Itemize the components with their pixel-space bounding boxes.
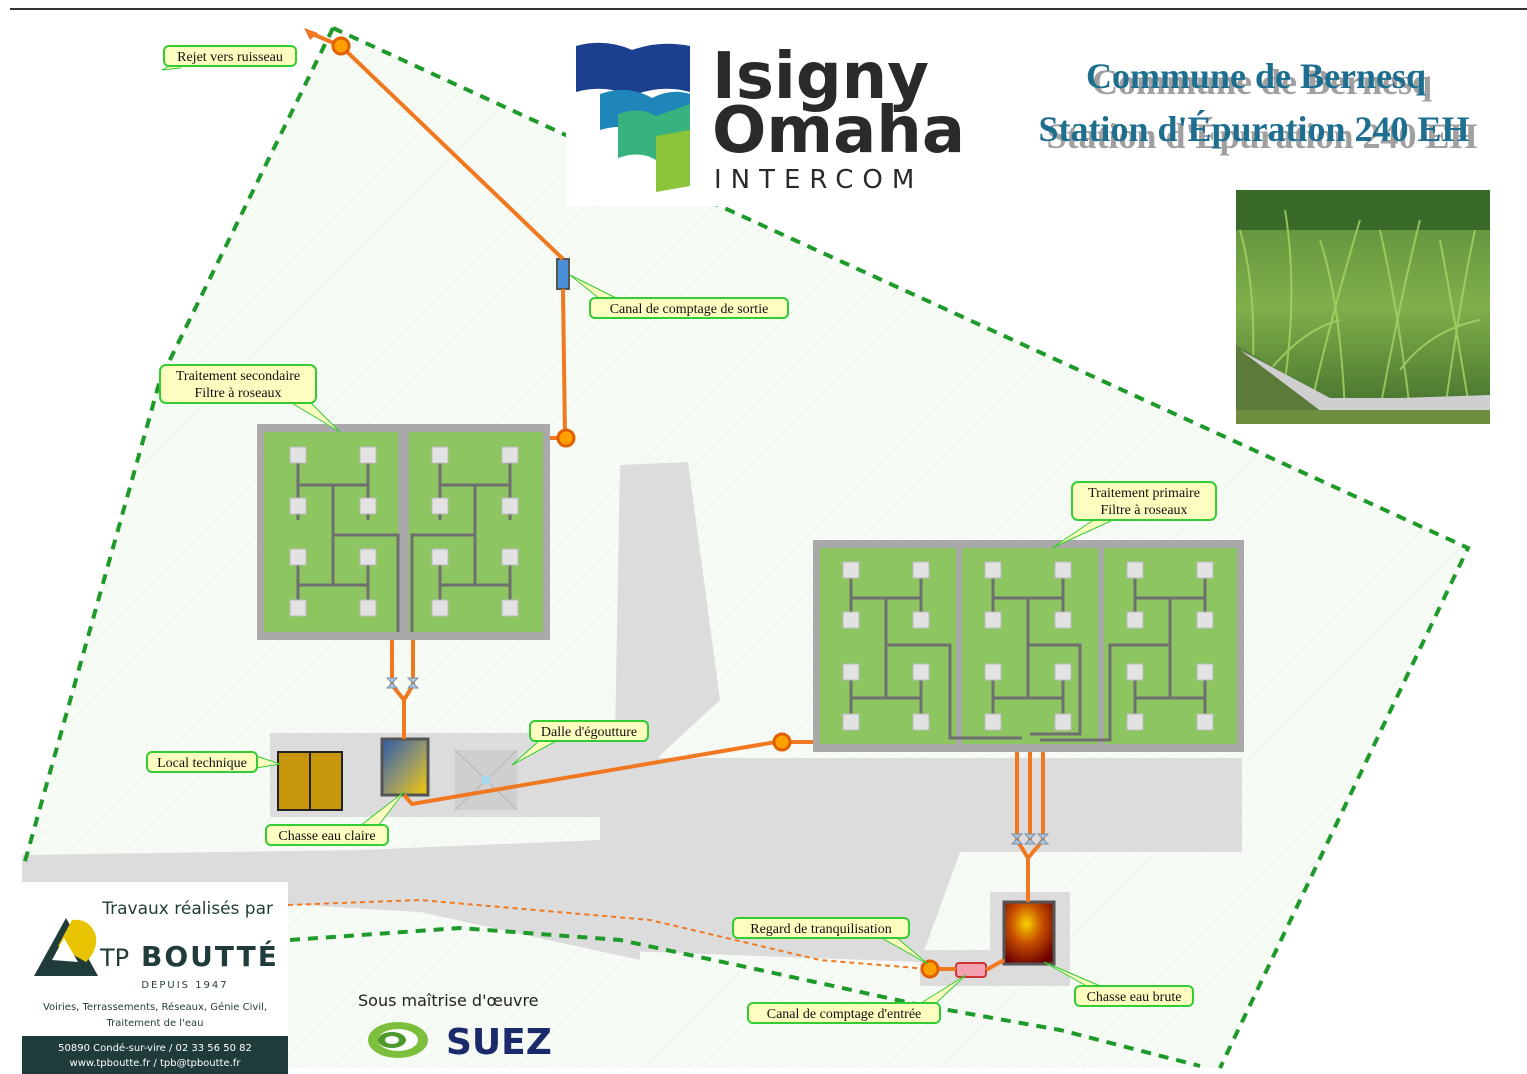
callout-regard: Regard de tranquilisation	[732, 917, 929, 965]
callout-local-technique: Local technique	[146, 751, 281, 773]
svg-text:Voiries, Terrassements, Réseau: Voiries, Terrassements, Réseaux, Génie C…	[43, 1001, 267, 1013]
svg-text:TP: TP	[99, 944, 129, 972]
canal-entree-channel	[955, 962, 987, 978]
contractor-block: Travaux réalisés par TP BOUTTÉ DEPUIS 19…	[22, 882, 288, 1074]
chasse-eau-brute-tank	[1002, 900, 1056, 966]
isigny-omaha-logo: Isigny Omaha INTERCOM	[566, 28, 984, 206]
svg-text:Regard de tranquilisation: Regard de tranquilisation	[750, 922, 892, 937]
primary-reed-filter	[813, 540, 1244, 752]
callout-chasse-brute: Chasse eau brute	[1043, 961, 1194, 1007]
manholes	[331, 36, 940, 979]
page-title: Commune de Bernesq Commune de Bernesq St…	[1038, 56, 1477, 156]
svg-text:Commune de Bernesq: Commune de Bernesq	[1086, 56, 1426, 96]
logo-word-isigny: Isigny	[712, 40, 929, 114]
moe-block: Sous maîtrise d'œuvre SUEZ	[358, 991, 552, 1063]
svg-text:Traitement primaire: Traitement primaire	[1088, 486, 1200, 501]
contractor-contact-band	[22, 1036, 288, 1074]
svg-text:Chasse eau brute: Chasse eau brute	[1087, 990, 1182, 1005]
svg-text:Commune de Bernesq: Commune de Bernesq	[1092, 62, 1432, 102]
svg-text:Sous maîtrise d'œuvre: Sous maîtrise d'œuvre	[358, 991, 539, 1010]
callout-traitement-secondaire: Traitement secondaire Filtre à roseaux	[159, 364, 341, 433]
secondary-reed-filter	[257, 424, 550, 640]
local-technique-building	[277, 751, 343, 811]
tp-boutte-logo-icon	[34, 918, 98, 976]
svg-text:Local technique: Local technique	[157, 756, 247, 771]
outlet-arrow	[304, 28, 318, 40]
chasse-eau-claire-tank	[380, 737, 430, 797]
callout-rejet: Rejet vers ruisseau	[161, 45, 297, 71]
svg-text:Station d'Épuration 240 EH: Station d'Épuration 240 EH	[1038, 109, 1469, 149]
callout-canal-entree: Canal de comptage d'entrée	[747, 974, 967, 1024]
valves	[385, 677, 1050, 845]
site-boundary	[332, 26, 1471, 1069]
svg-text:DEPUIS 1947: DEPUIS 1947	[141, 980, 228, 991]
site-boundary-west	[22, 27, 335, 866]
svg-text:Traitement secondaire: Traitement secondaire	[176, 369, 300, 384]
callout-canal-sortie: Canal de comptage de sortie	[569, 274, 789, 319]
pipe-network	[309, 31, 1045, 972]
svg-text:www.tpboutte.fr / tpb@tpboutte: www.tpboutte.fr / tpb@tpboutte.fr	[70, 1058, 242, 1069]
callout-chasse-claire: Chasse eau claire	[265, 791, 405, 846]
svg-text:50890 Condé-sur-vire / 02 33 5: 50890 Condé-sur-vire / 02 33 56 50 82	[58, 1042, 252, 1054]
svg-text:Dalle d'égoutture: Dalle d'égoutture	[541, 725, 637, 740]
callout-dalle: Dalle d'égoutture	[511, 720, 649, 766]
svg-text:Filtre à roseaux: Filtre à roseaux	[1100, 503, 1187, 518]
svg-text:Traitement de l'eau: Traitement de l'eau	[106, 1018, 204, 1029]
callout-traitement-primaire: Traitement primaire Filtre à roseaux	[1051, 481, 1217, 549]
svg-text:Rejet vers ruisseau: Rejet vers ruisseau	[177, 50, 283, 65]
svg-text:Canal de comptage de sortie: Canal de comptage de sortie	[610, 302, 769, 317]
svg-text:Filtre à roseaux: Filtre à roseaux	[194, 386, 281, 401]
svg-text:SUEZ: SUEZ	[446, 1022, 552, 1063]
suez-logo-icon	[368, 1022, 428, 1058]
svg-text:Canal de comptage d'entrée: Canal de comptage d'entrée	[767, 1007, 922, 1022]
canal-sortie-channel	[556, 258, 570, 290]
svg-text:Chasse eau claire: Chasse eau claire	[278, 829, 375, 844]
svg-text:Travaux réalisés par: Travaux réalisés par	[101, 899, 273, 919]
logo-word-omaha: Omaha	[712, 94, 965, 168]
site-boundary-south	[289, 925, 1201, 1068]
logo-word-intercom: INTERCOM	[714, 165, 923, 195]
reed-bed-photo	[1236, 190, 1490, 424]
svg-text:Station d'Épuration 240 EH: Station d'Épuration 240 EH	[1046, 116, 1477, 156]
svg-text:BOUTTÉ: BOUTTÉ	[141, 939, 279, 973]
incoming-sewer-line	[287, 898, 929, 970]
